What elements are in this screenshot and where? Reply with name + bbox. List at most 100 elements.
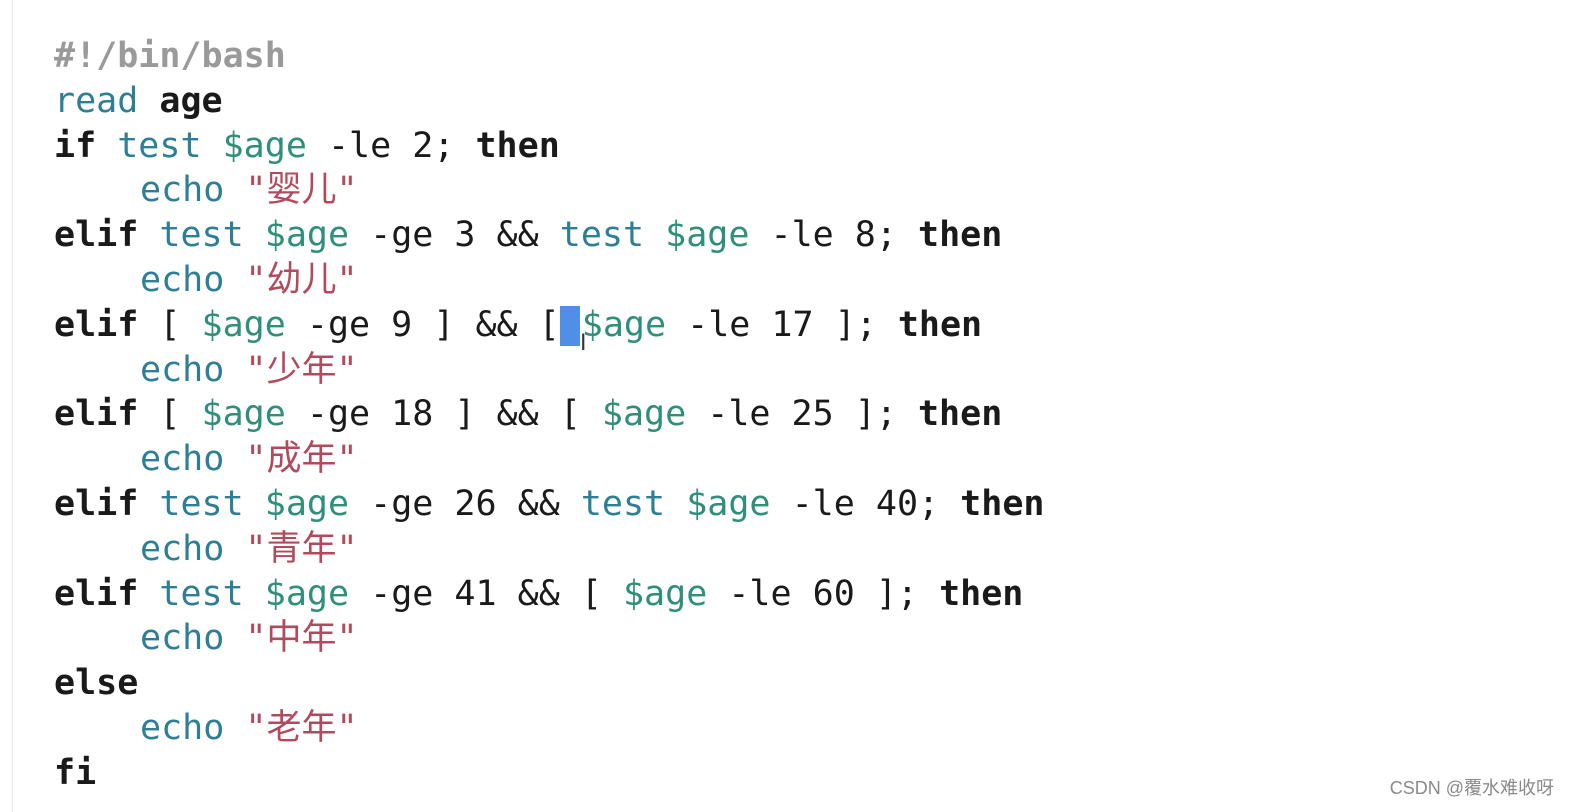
code-token-kw: age	[138, 80, 223, 121]
code-token-op	[224, 618, 245, 658]
code-line[interactable]: echo "婴儿"	[54, 168, 1044, 213]
code-token-kw: then	[897, 304, 983, 345]
code-token-builtin: read	[54, 80, 139, 121]
code-token-kw: then	[917, 394, 1003, 435]
code-token-builtin: test	[580, 483, 666, 524]
code-token-op	[244, 215, 265, 255]
code-token-builtin: test	[117, 125, 202, 166]
watermark: CSDN @覆水难收呀	[1389, 778, 1554, 798]
code-token-builtin: echo	[140, 618, 225, 659]
code-token-op	[138, 484, 159, 524]
code-token-var: $age	[201, 304, 286, 345]
code-line[interactable]: if test $age -le 2; then	[54, 124, 1044, 169]
code-line[interactable]: echo "成年"	[54, 437, 1044, 482]
code-token-op	[244, 484, 265, 524]
code-line[interactable]: elif test $age -ge 3 && test $age -le 8;…	[54, 213, 1044, 258]
code-token-op	[224, 170, 245, 210]
code-token-kw: elif	[54, 483, 139, 524]
code-token-op	[138, 574, 159, 614]
code-token-kw: else	[54, 663, 139, 704]
code-token-builtin: echo	[140, 349, 225, 390]
code-token-var: $age	[665, 215, 750, 256]
code-token-var: $age	[622, 573, 708, 614]
code-token-str: "少年"	[245, 349, 358, 390]
code-token-kw: elif	[54, 304, 139, 345]
code-token-builtin: echo	[140, 170, 225, 211]
code-line[interactable]: read age	[54, 79, 1044, 124]
code-token-op	[224, 708, 245, 748]
code-token-builtin: echo	[140, 439, 225, 480]
code-token-var: $age	[264, 573, 350, 614]
code-token-op	[224, 260, 245, 300]
code-token-builtin: test	[559, 215, 645, 256]
code-token-kw: then	[960, 483, 1045, 524]
code-token-op	[644, 215, 665, 255]
code-line[interactable]: echo "青年"	[54, 527, 1044, 572]
code-token-str: "幼儿"	[245, 259, 358, 300]
code-token-op: [	[138, 304, 202, 345]
code-token-op: -ge 41 && [	[349, 573, 623, 614]
code-token-var: $age	[601, 394, 687, 435]
code-token-str: "中年"	[245, 618, 358, 659]
code-token-op	[224, 350, 245, 390]
code-line[interactable]: elif [ $age -ge 18 ] && [ $age -le 25 ];…	[54, 392, 1044, 437]
code-token-op	[224, 439, 245, 479]
code-token-op	[138, 215, 159, 255]
code-token-op	[202, 126, 223, 166]
code-token-builtin: test	[159, 483, 244, 524]
code-line[interactable]: elif test $age -ge 41 && [ $age -le 60 ]…	[54, 572, 1044, 617]
code-token-op: -ge 26 &&	[349, 483, 581, 524]
code-token-builtin: echo	[140, 707, 225, 748]
gutter-divider	[12, 0, 13, 812]
code-token-var: $age	[264, 483, 350, 524]
code-token-var: $age	[201, 394, 286, 435]
code-token-kw: elif	[54, 394, 139, 435]
code-token-str: "青年"	[245, 528, 358, 569]
code-token-op	[665, 484, 686, 524]
code-token-op: -ge 3 &&	[349, 215, 560, 256]
code-line[interactable]: echo "中年"	[54, 616, 1044, 661]
code-line[interactable]: else	[54, 661, 1044, 706]
code-token-op: -le 17 ];	[666, 304, 898, 345]
code-token-shebang: #!/bin/bash	[54, 36, 286, 76]
code-token-kw: if	[54, 125, 97, 166]
code-token-op: -ge 18 ] && [	[285, 394, 602, 435]
code-token-var: $age	[686, 483, 771, 524]
code-token-builtin: echo	[140, 259, 225, 300]
code-token-var: $age	[581, 304, 667, 345]
code-token-builtin: test	[159, 573, 244, 614]
code-token-builtin: echo	[140, 528, 225, 569]
code-token-op	[96, 126, 117, 166]
selection-caret	[559, 305, 580, 346]
code-line[interactable]: echo "少年"	[54, 348, 1044, 393]
code-token-str: "成年"	[245, 439, 358, 480]
code-token-op: -le 25 ];	[686, 394, 918, 435]
code-token-var: $age	[264, 215, 350, 256]
code-line[interactable]: fi	[54, 751, 1044, 796]
code-line[interactable]: echo "老年"	[54, 706, 1044, 751]
code-token-op: [	[138, 394, 202, 435]
code-token-op: -le 8;	[749, 215, 919, 256]
code-token-kw: then	[918, 215, 1003, 256]
code-token-kw: fi	[54, 752, 97, 793]
code-token-op: -le 40;	[770, 483, 961, 524]
code-token-op: -le 60 ];	[707, 573, 940, 614]
code-token-op: -ge 9 ] && [	[285, 304, 560, 345]
code-token-op	[224, 529, 245, 569]
code-token-str: "婴儿"	[245, 170, 358, 211]
code-token-op: -le 2;	[306, 125, 476, 166]
code-token-kw: then	[475, 125, 560, 166]
code-token-kw: elif	[54, 573, 139, 614]
code-token-kw: then	[939, 573, 1024, 614]
code-token-str: "老年"	[245, 707, 358, 748]
code-line[interactable]: elif test $age -ge 26 && test $age -le 4…	[54, 482, 1044, 527]
code-token-builtin: test	[159, 215, 244, 256]
text-cursor-icon: I	[580, 331, 587, 356]
code-line[interactable]: #!/bin/bash	[54, 34, 1044, 79]
code-line[interactable]: echo "幼儿"	[54, 258, 1044, 303]
code-token-kw: elif	[54, 215, 139, 256]
code-line[interactable]: elif [ $age -ge 9 ] && [$age -le 17 ]; t…	[54, 303, 1044, 348]
code-token-op	[244, 574, 265, 614]
